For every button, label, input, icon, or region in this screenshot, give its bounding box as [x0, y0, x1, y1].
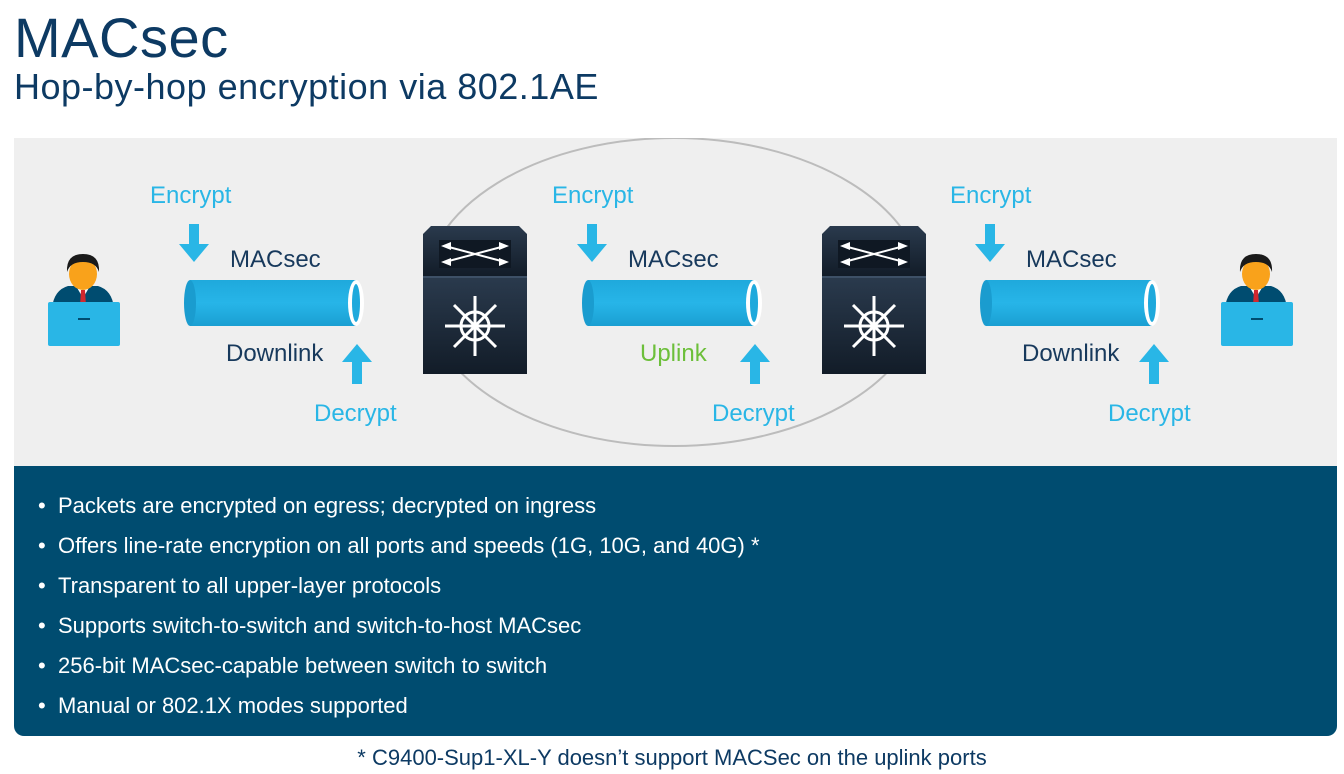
encrypt-label-2: Encrypt: [552, 182, 634, 209]
feature-text: Transparent to all upper-layer protocols: [58, 573, 442, 598]
user-laptop-icon-left: [48, 254, 120, 346]
bullet-marker: •: [38, 493, 46, 518]
user-laptop-icon-right: [1221, 254, 1293, 346]
feature-item: • Supports switch-to-switch and switch-to…: [38, 606, 1337, 646]
feature-text: Packets are encrypted on egress; decrypt…: [58, 493, 597, 518]
arrow-down-icon-1: [179, 224, 209, 262]
macsec-diagram: Encrypt MACsec Downlink Decrypt Encrypt …: [14, 138, 1337, 468]
arrow-up-icon-1: [342, 344, 372, 384]
tunnel-icon-3: [980, 280, 1160, 326]
feature-text: Manual or 802.1X modes supported: [58, 693, 408, 718]
feature-item: • Offers line-rate encryption on all port…: [38, 526, 1337, 566]
downlink-label-3: Downlink: [1022, 340, 1120, 367]
uplink-label: Uplink: [640, 340, 707, 367]
decrypt-label-3: Decrypt: [1108, 400, 1191, 427]
macsec-label-3: MACsec: [1026, 246, 1117, 273]
switch-icon-left: [421, 224, 529, 376]
tunnel-icon-1: [184, 280, 364, 326]
tunnel-icon-2: [582, 280, 762, 326]
arrow-up-icon-3: [1139, 344, 1169, 384]
arrow-down-icon-3: [975, 224, 1005, 262]
feature-item: • Packets are encrypted on egress; decryp…: [38, 486, 1337, 526]
arrow-down-icon-2: [577, 224, 607, 262]
features-list: • Packets are encrypted on egress; decryp…: [14, 466, 1337, 726]
encrypt-label-3: Encrypt: [950, 182, 1032, 209]
decrypt-label-2: Decrypt: [712, 400, 795, 427]
decrypt-label-1: Decrypt: [314, 400, 397, 427]
macsec-label-1: MACsec: [230, 246, 321, 273]
feature-text: Offers line-rate encryption on all ports…: [58, 533, 760, 558]
feature-item: • 256-bit MACsec-capable between switch t…: [38, 646, 1337, 686]
features-panel: • Packets are encrypted on egress; decryp…: [14, 466, 1337, 736]
feature-text: Supports switch-to-switch and switch-to-…: [58, 613, 582, 638]
encrypt-label-1: Encrypt: [150, 182, 232, 209]
diagram-graphics: [48, 138, 1293, 447]
bullet-marker: •: [38, 693, 46, 718]
bullet-marker: •: [38, 653, 46, 678]
bullet-marker: •: [38, 613, 46, 638]
bullet-marker: •: [38, 573, 46, 598]
footnote: * C9400-Sup1-XL-Y doesn’t support MACSec…: [357, 745, 987, 770]
switch-icon-right: [820, 224, 928, 376]
page-subtitle: Hop-by-hop encryption via 802.1AE: [14, 66, 599, 107]
feature-text: 256-bit MACsec-capable between switch to…: [58, 653, 548, 678]
bullet-marker: •: [38, 533, 46, 558]
arrow-up-icon-2: [740, 344, 770, 384]
page-title: MACsec: [14, 6, 229, 69]
feature-item: • Manual or 802.1X modes supported: [38, 686, 1337, 726]
downlink-label-1: Downlink: [226, 340, 324, 367]
feature-item: • Transparent to all upper-layer protocol…: [38, 566, 1337, 606]
macsec-label-2: MACsec: [628, 246, 719, 273]
